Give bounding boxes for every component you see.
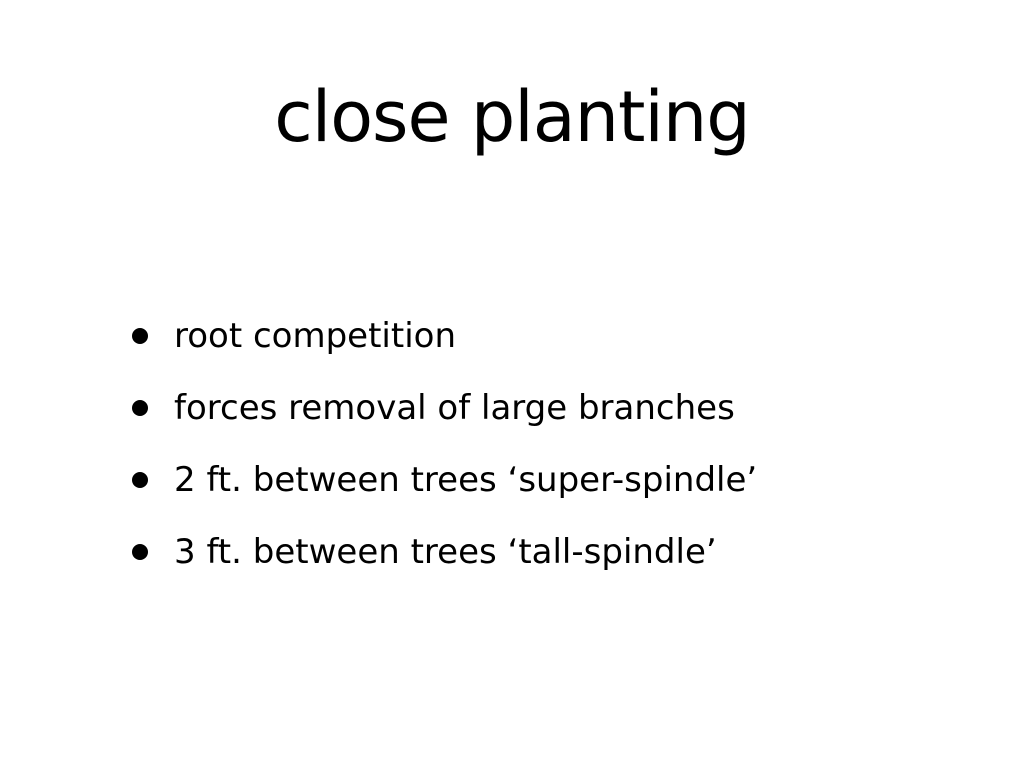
bullet-text: root competition (174, 316, 456, 356)
bullet-item: root competition (132, 310, 952, 382)
bullet-text: forces removal of large branches (174, 388, 735, 428)
bullet-text: 3 ft. between trees ‘tall-spindle’ (174, 532, 717, 572)
bullet-point-icon (132, 328, 148, 344)
bullet-item: 2 ft. between trees ‘super-spindle’ (132, 454, 952, 526)
bullet-point-icon (132, 544, 148, 560)
bullet-item: forces removal of large branches (132, 382, 952, 454)
bullet-list: root competition forces removal of large… (132, 310, 952, 598)
slide-title: close planting (274, 76, 750, 158)
bullet-item: 3 ft. between trees ‘tall-spindle’ (132, 526, 952, 598)
bullet-point-icon (132, 472, 148, 488)
bullet-text: 2 ft. between trees ‘super-spindle’ (174, 460, 758, 500)
bullet-point-icon (132, 400, 148, 416)
